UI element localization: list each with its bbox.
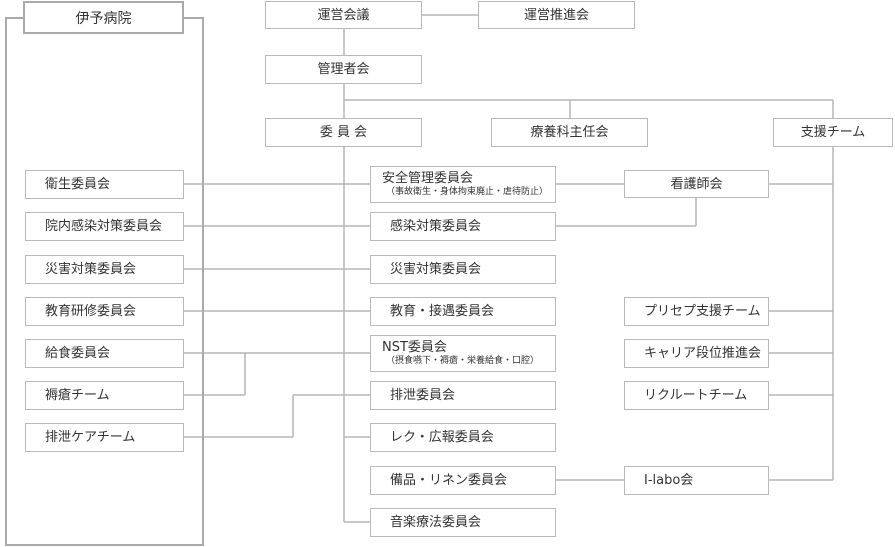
right-box-kangoshi: 看護師会	[624, 170, 769, 198]
center-label: 備品・リネン委員会	[390, 473, 508, 488]
center-label: 災害対策委員会	[390, 262, 482, 277]
center-label: 教育・接遇委員会	[390, 304, 495, 319]
left-box-eisei: 衛生委員会	[25, 170, 184, 199]
unei-kaigi-box: 運営会議	[265, 1, 422, 29]
right-label: キャリア段位推進会	[644, 346, 762, 361]
left-box-saigai: 災害対策委員会	[25, 255, 184, 284]
shien-team-box: 支援チーム	[773, 118, 893, 147]
left-box-kyoiku: 教育研修委員会	[25, 297, 184, 326]
center-box-saigai: 災害対策委員会	[370, 255, 556, 284]
left-box-innai-kansen: 院内感染対策委員会	[25, 212, 184, 241]
center-box-kansen: 感染対策委員会	[370, 212, 556, 241]
right-label: リクルートチーム	[644, 388, 748, 403]
ryoyoka-label: 療養科主任会	[530, 125, 609, 140]
center-label: レク・広報委員会	[390, 430, 494, 445]
center-box-bihin: 備品・リネン委員会	[370, 466, 556, 495]
center-label: 音楽療法委員会	[390, 515, 482, 530]
right-box-recruit: リクルートチーム	[624, 381, 769, 410]
left-box-jokuso: 褥瘡チーム	[25, 381, 184, 410]
right-label: 看護師会	[670, 176, 723, 192]
left-label: 災害対策委員会	[45, 262, 137, 277]
shien-team-label: 支援チーム	[800, 125, 866, 140]
right-box-career: キャリア段位推進会	[624, 339, 769, 368]
center-box-haisetsu: 排泄委員会	[370, 381, 556, 410]
ryoyoka-box: 療養科主任会	[491, 118, 648, 147]
center-label: 安全管理委員会	[382, 171, 474, 186]
iyo-hospital-box: 伊予病院	[23, 1, 184, 34]
center-box-nst: NST委員会 （摂食嚥下・褥瘡・栄養給食・口腔）	[370, 335, 556, 372]
center-label: 感染対策委員会	[390, 219, 482, 234]
left-label: 衛生委員会	[45, 177, 111, 192]
unei-suishin-box: 運営推進会	[478, 1, 635, 29]
unei-kaigi-label: 運営会議	[317, 7, 370, 23]
left-label: 給食委員会	[45, 346, 111, 361]
center-sublabel: （摂食嚥下・褥瘡・栄養給食・口腔）	[386, 356, 540, 366]
center-sublabel: （事故衛生・身体拘束廃止・虐待防止）	[386, 187, 549, 197]
center-label: 排泄委員会	[390, 388, 456, 403]
unei-suishin-label: 運営推進会	[523, 7, 589, 23]
center-box-ongaku: 音楽療法委員会	[370, 508, 556, 537]
iyo-hospital-label: 伊予病院	[75, 10, 132, 27]
left-label: 院内感染対策委員会	[45, 219, 163, 234]
center-box-rec-koho: レク・広報委員会	[370, 423, 556, 452]
right-box-precep: プリセプ支援チーム	[624, 297, 769, 326]
center-label: NST委員会	[382, 340, 447, 355]
center-box-anzen: 安全管理委員会 （事故衛生・身体拘束廃止・虐待防止）	[370, 166, 556, 203]
left-label: 褥瘡チーム	[45, 388, 110, 403]
iinkai-box: 委 員 会	[265, 118, 422, 147]
left-box-kyushoku: 給食委員会	[25, 339, 184, 368]
iinkai-label: 委 員 会	[319, 125, 368, 140]
right-label: プリセプ支援チーム	[644, 304, 761, 319]
right-label: I-labo会	[644, 473, 694, 488]
left-label: 教育研修委員会	[45, 304, 137, 319]
kanrisha-label: 管理者会	[317, 62, 370, 77]
right-box-ilabo: I-labo会	[624, 466, 769, 495]
kanrisha-box: 管理者会	[265, 55, 422, 84]
center-box-kyoiku-setsugu: 教育・接遇委員会	[370, 297, 556, 326]
left-label: 排泄ケアチーム	[45, 430, 136, 445]
left-box-haisetsu-care: 排泄ケアチーム	[25, 423, 184, 452]
